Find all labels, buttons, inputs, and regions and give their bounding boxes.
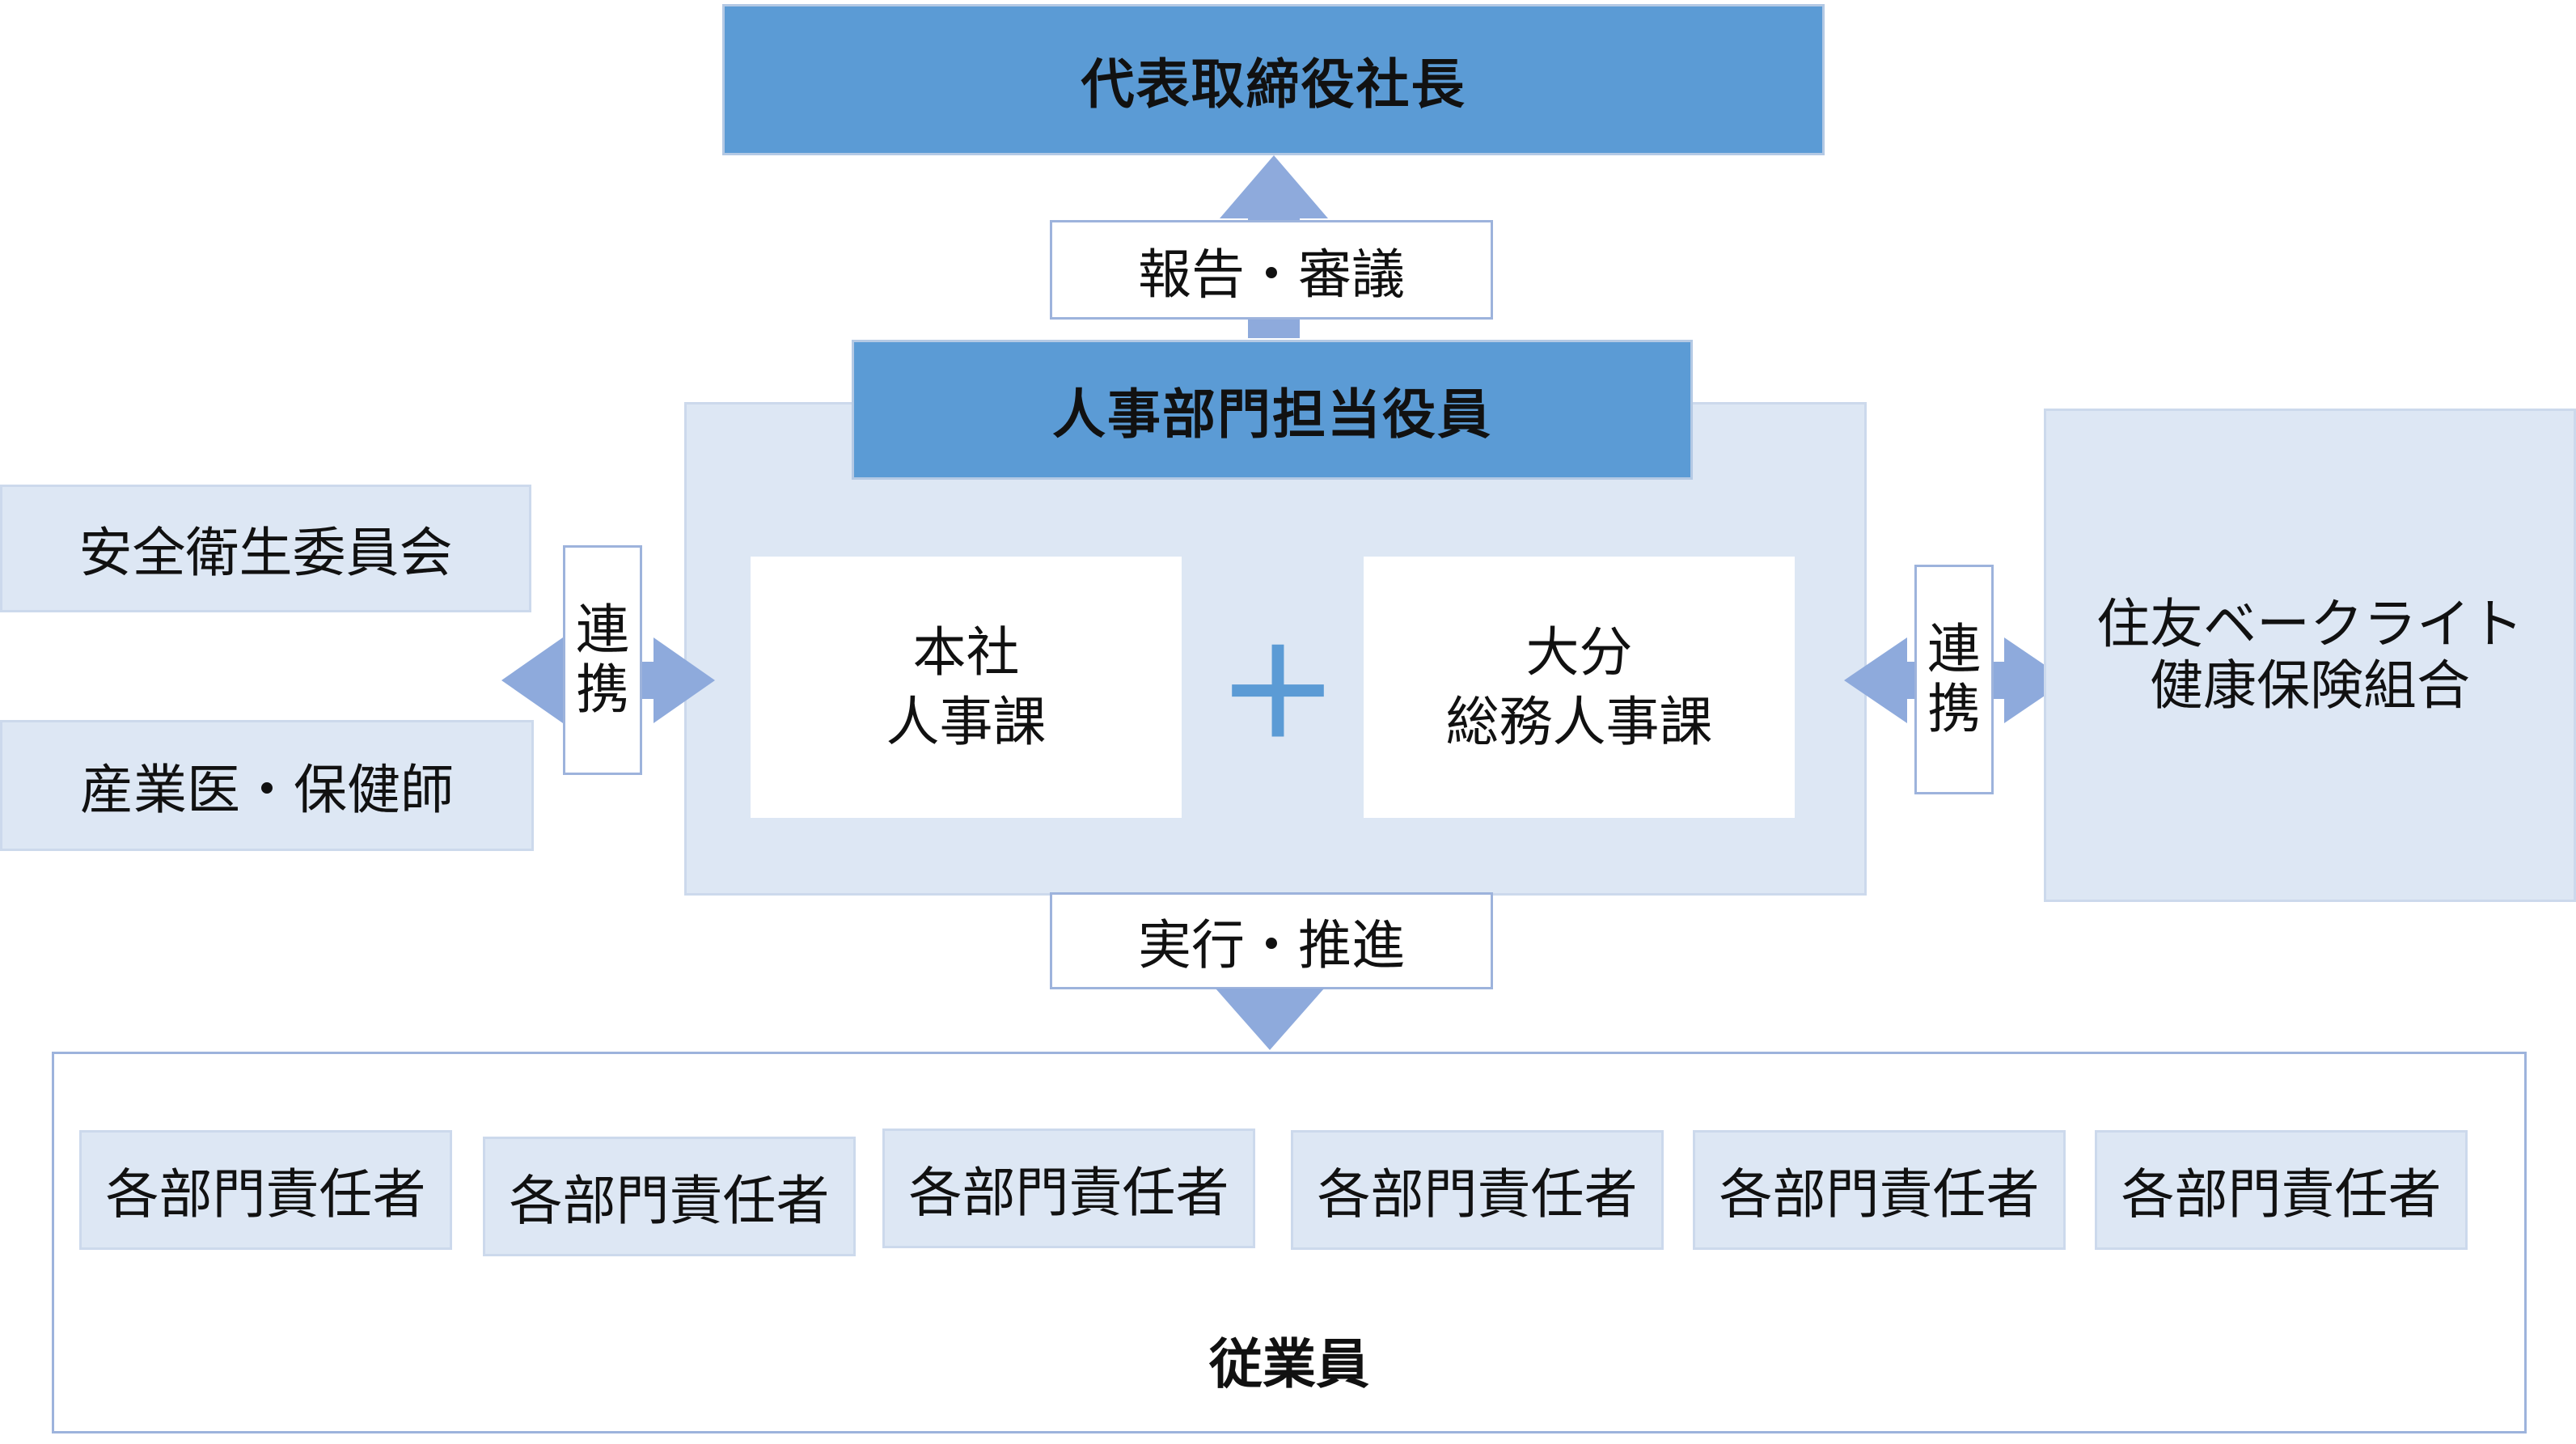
- department-manager-3: 各部門責任者: [882, 1129, 1255, 1248]
- left-link-line1: 連: [576, 599, 629, 661]
- oita-hr-box: 大分 総務人事課: [1364, 557, 1795, 818]
- right-link-line2: 携: [1927, 678, 1981, 740]
- safety-committee-box: 安全衛生委員会: [0, 485, 531, 612]
- plus-glyph: ＋: [1217, 624, 1339, 765]
- department-manager-5: 各部門責任者: [1693, 1130, 2066, 1250]
- ceo-label: 代表取締役社長: [1081, 53, 1466, 116]
- left-link-line2: 携: [576, 658, 629, 721]
- hr-officer-box: 人事部門担当役員: [852, 340, 1693, 480]
- head-office-hr-line2: 人事課: [886, 690, 1047, 753]
- department-manager-label: 各部門責任者: [1317, 1163, 1638, 1226]
- head-office-hr-box: 本社 人事課: [751, 557, 1182, 818]
- ceo-box: 代表取締役社長: [722, 4, 1825, 155]
- department-manager-label: 各部門責任者: [1719, 1163, 2040, 1226]
- health-insurance-union-line2: 健康保険組合: [2150, 654, 2470, 717]
- report-label-box: 報告・審議: [1050, 220, 1493, 320]
- safety-committee-label: 安全衛生委員会: [78, 522, 453, 584]
- report-label: 報告・審議: [1138, 243, 1405, 306]
- department-manager-6: 各部門責任者: [2095, 1130, 2468, 1250]
- plus-sign: ＋: [1217, 623, 1339, 765]
- department-manager-label: 各部門責任者: [908, 1162, 1229, 1224]
- head-office-hr-line1: 本社: [912, 620, 1020, 684]
- department-manager-4: 各部門責任者: [1291, 1130, 1664, 1250]
- department-manager-label: 各部門責任者: [2121, 1163, 2442, 1226]
- health-insurance-union-box: 住友ベークライト 健康保険組合: [2044, 409, 2576, 902]
- execute-label: 実行・推進: [1138, 914, 1405, 976]
- employees-title: 従業員: [1209, 1333, 1369, 1395]
- execute-down-arrow: [1216, 989, 1324, 1050]
- right-link-label-box: 連 携: [1914, 565, 1994, 794]
- occupational-physician-box: 産業医・保健師: [0, 720, 534, 851]
- health-insurance-union-line1: 住友ベークライト: [2096, 593, 2523, 655]
- oita-hr-line1: 大分: [1525, 620, 1633, 684]
- hr-officer-label: 人事部門担当役員: [1052, 383, 1492, 446]
- department-manager-label: 各部門責任者: [105, 1163, 426, 1226]
- execute-label-box: 実行・推進: [1050, 892, 1493, 989]
- oita-hr-line2: 総務人事課: [1445, 690, 1713, 753]
- left-link-label-box: 連 携: [563, 545, 642, 775]
- department-manager-label: 各部門責任者: [509, 1170, 830, 1232]
- occupational-physician-label: 産業医・保健師: [80, 759, 454, 821]
- department-manager-2: 各部門責任者: [483, 1137, 856, 1256]
- department-manager-1: 各部門責任者: [79, 1130, 452, 1250]
- right-link-line1: 連: [1927, 618, 1981, 680]
